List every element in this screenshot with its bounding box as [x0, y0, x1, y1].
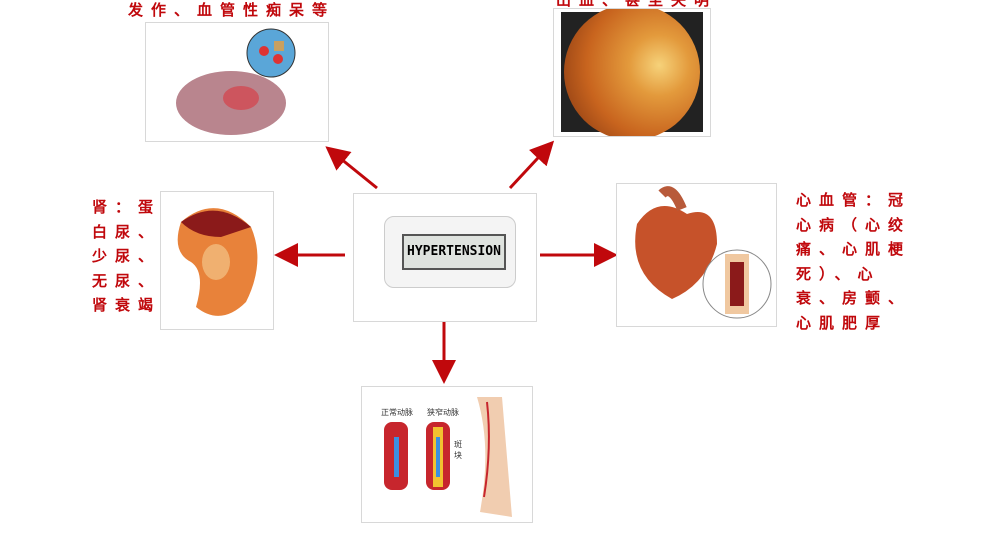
arrow-to-eye	[508, 140, 555, 190]
arrow-to-brain	[325, 146, 378, 190]
brain-image	[145, 22, 329, 142]
brain-label: 发作、血管性痴呆等	[128, 1, 336, 19]
plaque-label: 斑块	[454, 440, 462, 460]
blood-pressure-monitor-image: HYPERTENSION	[353, 193, 537, 322]
kidney-image	[160, 191, 274, 330]
narrow-artery-label: 狭窄动脉	[427, 408, 459, 417]
eye-label: 出血、甚至失明	[556, 0, 718, 9]
retina-image	[553, 8, 711, 137]
normal-artery-label: 正常动脉	[381, 408, 413, 417]
kidney-label: 肾：蛋白尿、少尿、无尿、肾衰竭	[92, 198, 162, 314]
device-display: HYPERTENSION	[402, 234, 506, 270]
artery-legs-image: 正常动脉 狭窄动脉 斑块	[361, 386, 533, 523]
heart-image	[616, 183, 777, 327]
heart-label: 心血管：冠心病（心绞痛、心肌梗死）、心衰、房颤、心肌肥厚	[796, 191, 912, 332]
